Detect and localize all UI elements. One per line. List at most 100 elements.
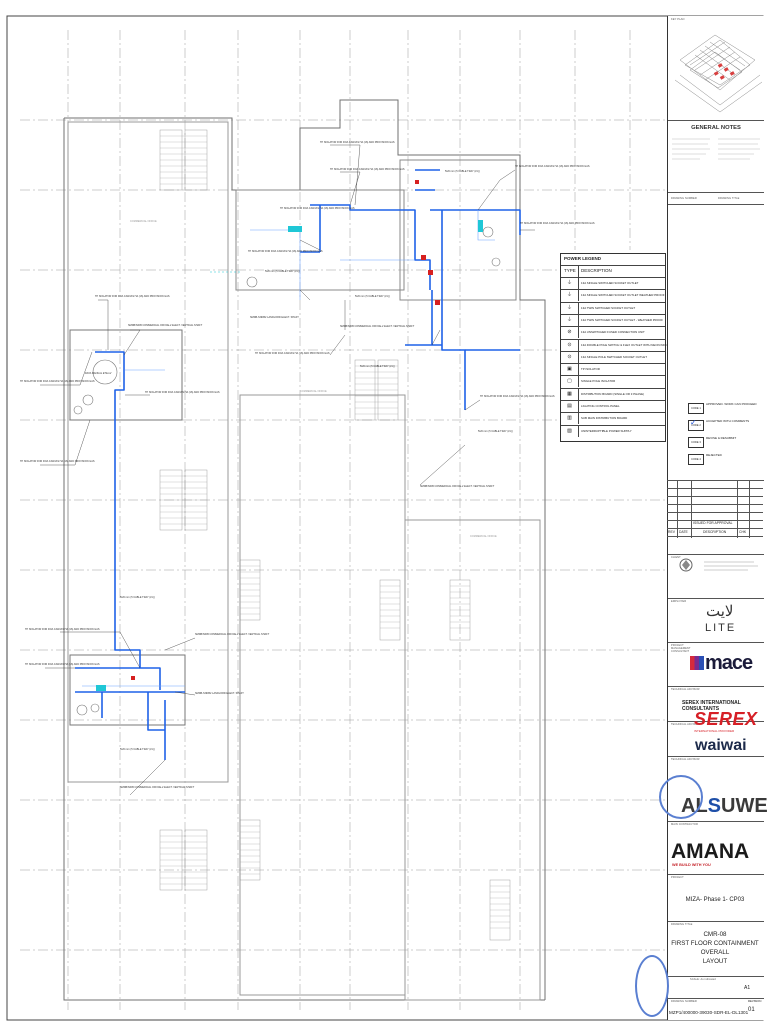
- highlight-boxes: [96, 220, 483, 691]
- power-legend: POWER LEGEND TYPE DESCRIPTION ⏚13A SINGL…: [560, 253, 676, 442]
- revision-col-rev: REV: [668, 530, 675, 534]
- mace-logo: mace: [690, 652, 753, 675]
- technical-advisor-label: TECHNICAL ADVISOR: [671, 688, 700, 691]
- legend-title: POWER LEGEND: [564, 256, 602, 261]
- legend-description: 13A TWIN SWITCHED SOCKET OUTLET - WEATHE…: [581, 317, 664, 322]
- annotation-label: 5/20 mm (5 CABLE TRAY (LV)): [360, 365, 395, 368]
- annotation-label: TP ISOLATOR FOR DOA CANVAS HA (16) AND P…: [248, 250, 323, 253]
- building-walls: [63, 99, 546, 1001]
- project-name: MIZA- Phase 1- CP03: [685, 897, 745, 903]
- client-address-text: [704, 561, 758, 571]
- status-code-text: REVISE & RESUBMIT: [706, 436, 737, 440]
- mace-mark-icon: [690, 656, 704, 670]
- waiwai-logo: waiwai: [695, 737, 747, 754]
- client-label: CLIENT: [671, 556, 681, 559]
- drawing-number: MZP1/400000-39030-SDR-EL-DL1301: [669, 1010, 749, 1015]
- serex-logo-sub: INTERNATIONAL PROVIDER: [694, 729, 735, 733]
- annotation-label: TP ISOLATOR FOR DOA CANVAS HA (16) AND P…: [280, 207, 355, 210]
- stairs: [159, 129, 511, 941]
- checkmark-icon: ✓: [690, 418, 697, 427]
- drawing-title-label: DRAWING TITLE: [718, 197, 740, 200]
- scale-label: SCALE: As indicated: [690, 978, 716, 981]
- legend-row: ⏚13A SINGLE SWITCHED SOCKET OUTLET: [561, 277, 665, 289]
- status-code-box: CODE 1: [688, 403, 704, 414]
- annotation-label: TP ISOLATOR FOR DOA CANVAS HA (16) AND P…: [520, 222, 595, 225]
- annotation-label: SMDB/SIDB COMMERCIAL OFFICE-2 ELECT. VER…: [120, 786, 195, 789]
- room-label: COMMERCIAL OFFICE: [300, 390, 327, 393]
- general-notes-text: [672, 138, 760, 160]
- revision-row-description: ISSUED FOR APPROVAL: [693, 521, 733, 525]
- legend-row: ▦DISTRIBUTION BOARD (SINGLE OR 3 PHASE): [561, 387, 665, 400]
- status-code-box: CODE 2: [688, 420, 704, 431]
- revision-col-date: DATE: [679, 530, 688, 534]
- legend-symbol-icon: ▥: [561, 413, 579, 425]
- annotation-label: TP ISOLATOR FOR DOA CANVAS HA (16) AND P…: [330, 168, 405, 171]
- sheet-size: A1: [744, 985, 751, 991]
- status-code-text: APPROVED. WORK CAN PROCEED: [706, 402, 757, 406]
- consultant-stamp: [635, 955, 669, 1017]
- legend-description: 13A SINGLE POLE SWITCHED SOCKET OUTLET: [581, 354, 647, 359]
- legend-description: 13A SINGLE SWITCHED SOCKET OUTLET WEATHE…: [581, 293, 665, 298]
- lite-logo: LITE: [705, 622, 737, 634]
- room-label: COMMERCIAL OFFICE: [130, 220, 157, 223]
- approval-stamp: [659, 775, 703, 819]
- annotation-label: SMDB/SIDB COMMERCIAL OFFICE-2 ELECT. VER…: [340, 325, 415, 328]
- annotation-label: 5/20 mm (5 CABLE TRAY (LV)): [478, 430, 513, 433]
- general-notes-title: GENERAL NOTES: [691, 125, 741, 131]
- annotation-label: 5/20 mm (5 CABLE TRAY (LV)): [445, 170, 480, 173]
- annotation-label: TP ISOLATOR FOR DOA CANVAS HA (16) AND P…: [25, 628, 100, 631]
- stair-treads: [160, 135, 510, 929]
- annotation-label: 5/20 mm (5 CABLE TRAY (LV)): [355, 295, 390, 298]
- room-label: COMMERCIAL OFFICE: [470, 535, 497, 538]
- legend-row: ⊙13A SINGLE POLE SWITCHED SOCKET OUTLET: [561, 350, 665, 363]
- client-logo-icon: [679, 558, 693, 572]
- drawing-number-label-2: DRAWING NUMBER: [671, 1000, 697, 1003]
- annotation-label: DATA MANUAL ETE-LV: [85, 372, 112, 375]
- project-label: PROJECT: [671, 876, 684, 879]
- drawing-title-line-3: LAYOUT: [702, 958, 728, 965]
- drawing-number-label: DRAWING NUMBER: [671, 197, 697, 200]
- key-plan-graphic: [674, 34, 762, 113]
- drawing-title-line-1: CMR-08: [703, 931, 727, 938]
- title-block: KEY PLAN GENERAL NOTES DRAWING NUMBER DR…: [667, 16, 764, 1020]
- legend-description: 13A DOUBLE POLE SWITCH & FLEX OUTLET WIT…: [581, 342, 677, 347]
- annotation-label: TP ISOLATOR FOR DOA CANVAS HA (16) AND P…: [20, 460, 95, 463]
- annotation-label: 5/20 mm (5 CABLE TRAY (LV)): [120, 748, 155, 751]
- drawing-title: CMR-08 FIRST FLOOR CONTAINMENT OVERALL L…: [667, 930, 763, 966]
- revision-table: ISSUED FOR APPROVAL REV DATE DESCRIPTION…: [667, 480, 763, 538]
- legend-symbol-icon: ⊘: [561, 327, 579, 339]
- legend-row: ⏚13A TWIN SWITCHED SOCKET OUTLET - WEATH…: [561, 313, 665, 326]
- annotation-label: SMDB-SNDB2 LANDLORD ELECT. SHAFT: [195, 692, 244, 695]
- legend-symbol-icon: ▤: [561, 401, 579, 412]
- legend-description: 13A SINGLE SWITCHED SOCKET OUTLET: [581, 281, 639, 285]
- legend-col-description: DESCRIPTION: [581, 268, 612, 273]
- legend-symbol-icon: ⏚: [561, 314, 579, 326]
- status-code-text: ACCEPTED WITH COMMENTS: [706, 419, 750, 423]
- cable-tray-routes: [75, 169, 521, 760]
- annotation-label: TP ISOLATOR FOR DOA CANVAS HA (16) AND P…: [145, 391, 220, 394]
- legend-description: LIGHTING CONTROL PANEL: [581, 404, 620, 408]
- main-contractor-label: MAIN CONTRACTOR: [671, 823, 698, 826]
- legend-row: ▣TP ISOLATOR: [561, 363, 665, 376]
- serex-consultants-title: SEREX INTERNATIONAL CONSULTANTS: [682, 700, 741, 712]
- fixtures: [73, 226, 501, 716]
- status-code-box: CODE 4: [688, 454, 704, 465]
- legend-row: ▥SUB MAIN DISTRIBUTION BOARD: [561, 412, 665, 425]
- legend-row: ⊙13A DOUBLE POLE SWITCH & FLEX OUTLET WI…: [561, 338, 676, 351]
- pm-label: PROJECT MANAGEMENT CONSULTANT: [671, 644, 691, 653]
- legend-description: 13A TWIN SWITCHED SOCKET OUTLET: [581, 305, 636, 310]
- revision-col-chk: CHK: [739, 530, 747, 534]
- legend-symbol-icon: ▢: [561, 376, 579, 388]
- key-plan-label: KEY PLAN: [671, 18, 685, 21]
- annotation-label: TP ISOLATOR FOR DOA CANVAS HA (16) AND P…: [480, 395, 555, 398]
- status-code-box: CODE 3: [688, 437, 704, 448]
- legend-row: ▧UNINTERRUPTIBLE POWER SUPPLY: [561, 424, 665, 437]
- annotation-label: TP ISOLATOR FOR DOA CANVAS HA (16) AND P…: [515, 165, 590, 168]
- annotation-label: SMDB/SIDB COMMERCIAL OFFICE-2 ELECT. VER…: [128, 324, 203, 327]
- legend-row: ▢SINGLE POLE ISOLATOR: [561, 375, 665, 388]
- revision-col-description: DESCRIPTION: [703, 530, 727, 534]
- alsuweidi-logo-rest: UWEIDI: [721, 795, 768, 817]
